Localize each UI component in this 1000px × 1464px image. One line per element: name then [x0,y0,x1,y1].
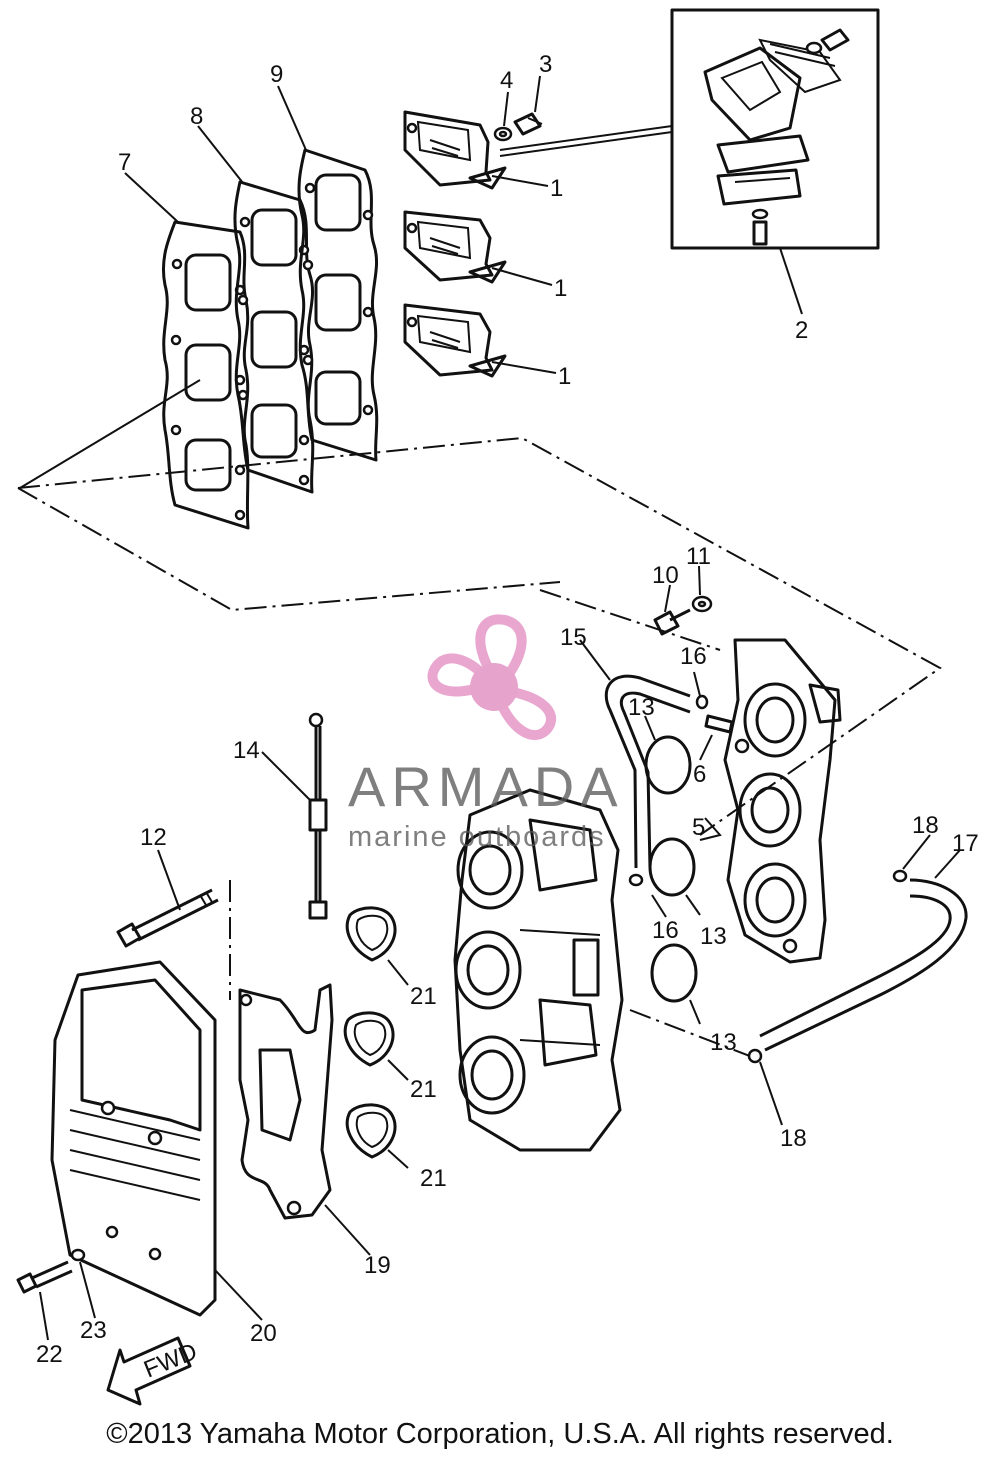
silencer-20 [50,960,217,1317]
gasket-8 [233,180,315,494]
bolt-12 [116,888,219,948]
callout-23: 23 [80,1317,107,1344]
armada-watermark: ARMADA marine outboards [348,614,624,853]
fitting-6 [704,714,734,734]
o-ring-13-top [644,735,692,795]
callout-18-top: 18 [912,812,939,839]
assembly-outline [17,436,942,1061]
reed-valve-1-bottom [403,303,507,378]
o-ring-13-bottom [650,943,698,1003]
callout-3: 3 [539,51,552,78]
callout-17: 17 [952,830,979,857]
callout-6: 6 [693,761,706,788]
screw-3 [513,112,543,136]
callout-8: 8 [190,103,203,130]
gasket-7 [161,220,250,530]
propeller-logo-icon [427,614,556,740]
callout-7: 7 [118,149,131,176]
callout-22: 22 [36,1341,63,1368]
seal-21-middle [343,1011,395,1067]
gasket-9 [297,148,379,462]
reed-valve-1-middle [403,210,507,284]
washer-23 [70,1248,86,1262]
seal-21-bottom [345,1103,397,1159]
callout-14: 14 [233,737,260,764]
callout-19: 19 [364,1252,391,1279]
reed-valve-exploded-box [670,8,880,250]
callout-15: 15 [560,624,587,651]
bolt-10 [653,608,691,636]
watermark-brand: ARMADA [348,755,624,818]
callout-16-top: 16 [680,643,707,670]
callout-21-middle: 21 [410,1076,437,1103]
clip-16-bottom [628,873,644,887]
callout-16-bottom: 16 [652,917,679,944]
forward-arrow-icon: FWD [106,1336,201,1406]
callout-12: 12 [140,824,167,851]
callout-9: 9 [270,61,283,88]
screw-22 [16,1260,73,1294]
hose-17 [759,878,968,1052]
link-rod-14 [308,712,328,920]
callout-1-middle: 1 [554,275,567,302]
intake-manifold [723,638,842,964]
callout-18-bottom: 18 [780,1125,807,1152]
callout-5: 5 [692,814,705,841]
callout-20: 20 [250,1320,277,1347]
callout-1-top: 1 [550,175,563,202]
callout-13-top: 13 [628,694,655,721]
callout-1-bottom: 1 [558,363,571,390]
callout-21-bottom: 21 [420,1165,447,1192]
callout-numbers: 1 1 1 2 3 4 5 6 7 8 9 10 11 12 13 13 13 … [36,51,979,1368]
bracket-19 [238,983,334,1220]
seal-21-top [345,906,397,962]
watermark-tagline: marine outboards [348,821,606,853]
callout-11: 11 [686,543,711,570]
callout-2: 2 [795,317,808,344]
callout-10: 10 [652,562,679,589]
o-ring-13-middle [648,837,696,897]
callout-21-top: 21 [410,983,437,1010]
carburetor [453,788,624,1152]
callout-4: 4 [500,67,513,94]
reed-valve-1-top [403,110,507,190]
hose-15 [604,674,691,869]
callout-13-bottom: 13 [710,1029,737,1056]
clip-16-top [695,694,709,710]
callout-13-middle: 13 [700,923,727,950]
leader-lines [19,75,961,1341]
washer-11 [691,595,713,613]
fwd-label: FWD [140,1338,201,1384]
clip-18-top [892,869,908,883]
copyright-notice: ©2013 Yamaha Motor Corporation, U.S.A. A… [106,1418,894,1450]
washer-4 [493,126,513,142]
clip-18-bottom [747,1048,763,1064]
